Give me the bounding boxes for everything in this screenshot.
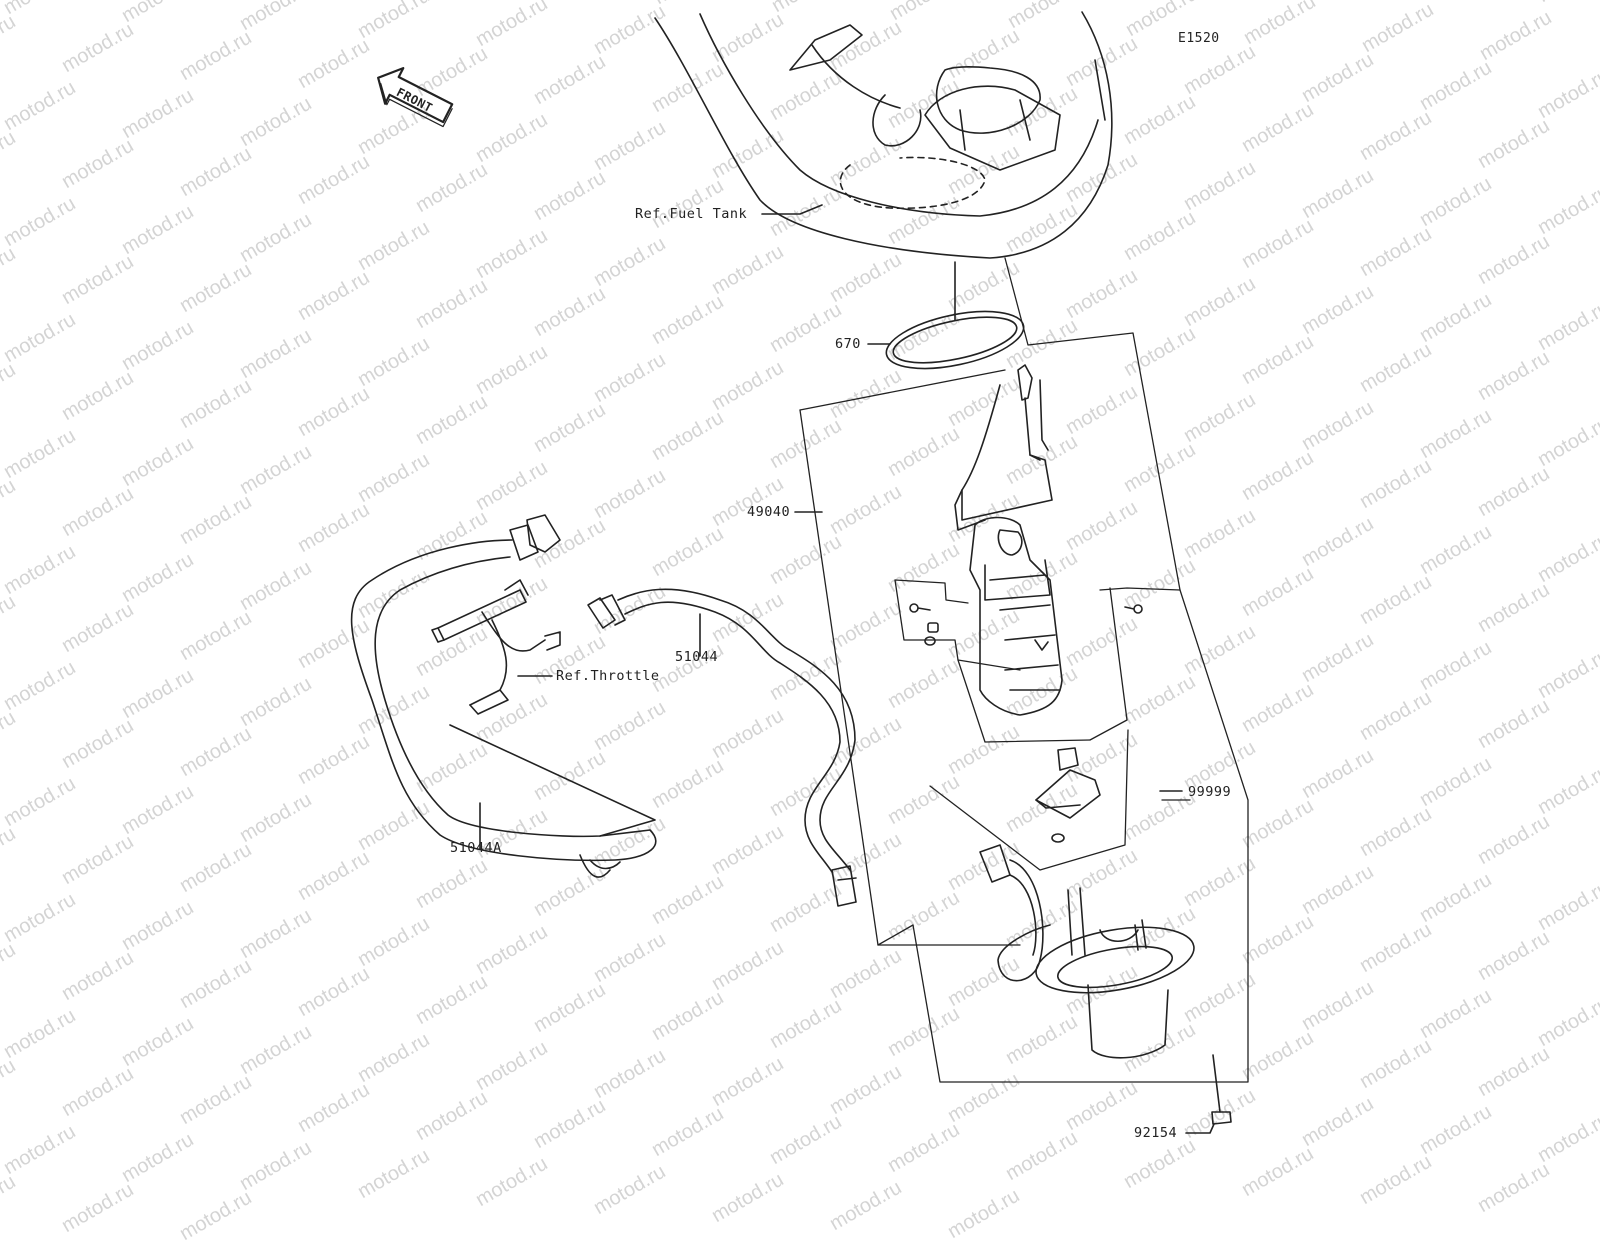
ref-throttle-label: Ref.Throttle <box>556 668 660 684</box>
fuel-pump-body <box>954 364 1063 716</box>
part-label-670[interactable]: 670 <box>835 336 861 352</box>
bolt-92154 <box>1211 1054 1232 1125</box>
fuel-tank-outline <box>654 11 1113 259</box>
fastener-screws <box>909 603 1143 646</box>
leader-fuel-tank <box>761 204 823 215</box>
ref-fuel-tank-label: Ref.Fuel Tank <box>635 206 748 222</box>
connector-wire <box>979 844 1051 982</box>
throttle-fitting <box>431 579 561 715</box>
fuel-filter <box>1035 747 1101 843</box>
assembly-frames <box>799 257 1249 1083</box>
pump-flange <box>1035 887 1195 1059</box>
hose-51044A <box>350 514 657 878</box>
part-label-92154[interactable]: 92154 <box>1134 1125 1178 1141</box>
front-arrow-icon <box>377 67 454 128</box>
diagram-code: E1520 <box>1178 31 1220 46</box>
line-drawing <box>350 11 1249 1134</box>
gasket-670 <box>885 261 1025 370</box>
leader-92154 <box>1185 1123 1215 1134</box>
part-label-51044[interactable]: 51044 <box>675 649 719 665</box>
part-label-49040[interactable]: 49040 <box>747 504 791 520</box>
part-label-99999[interactable]: 99999 <box>1188 784 1232 800</box>
part-label-51044A[interactable]: 51044A <box>450 840 502 856</box>
hose-51044 <box>587 588 857 907</box>
